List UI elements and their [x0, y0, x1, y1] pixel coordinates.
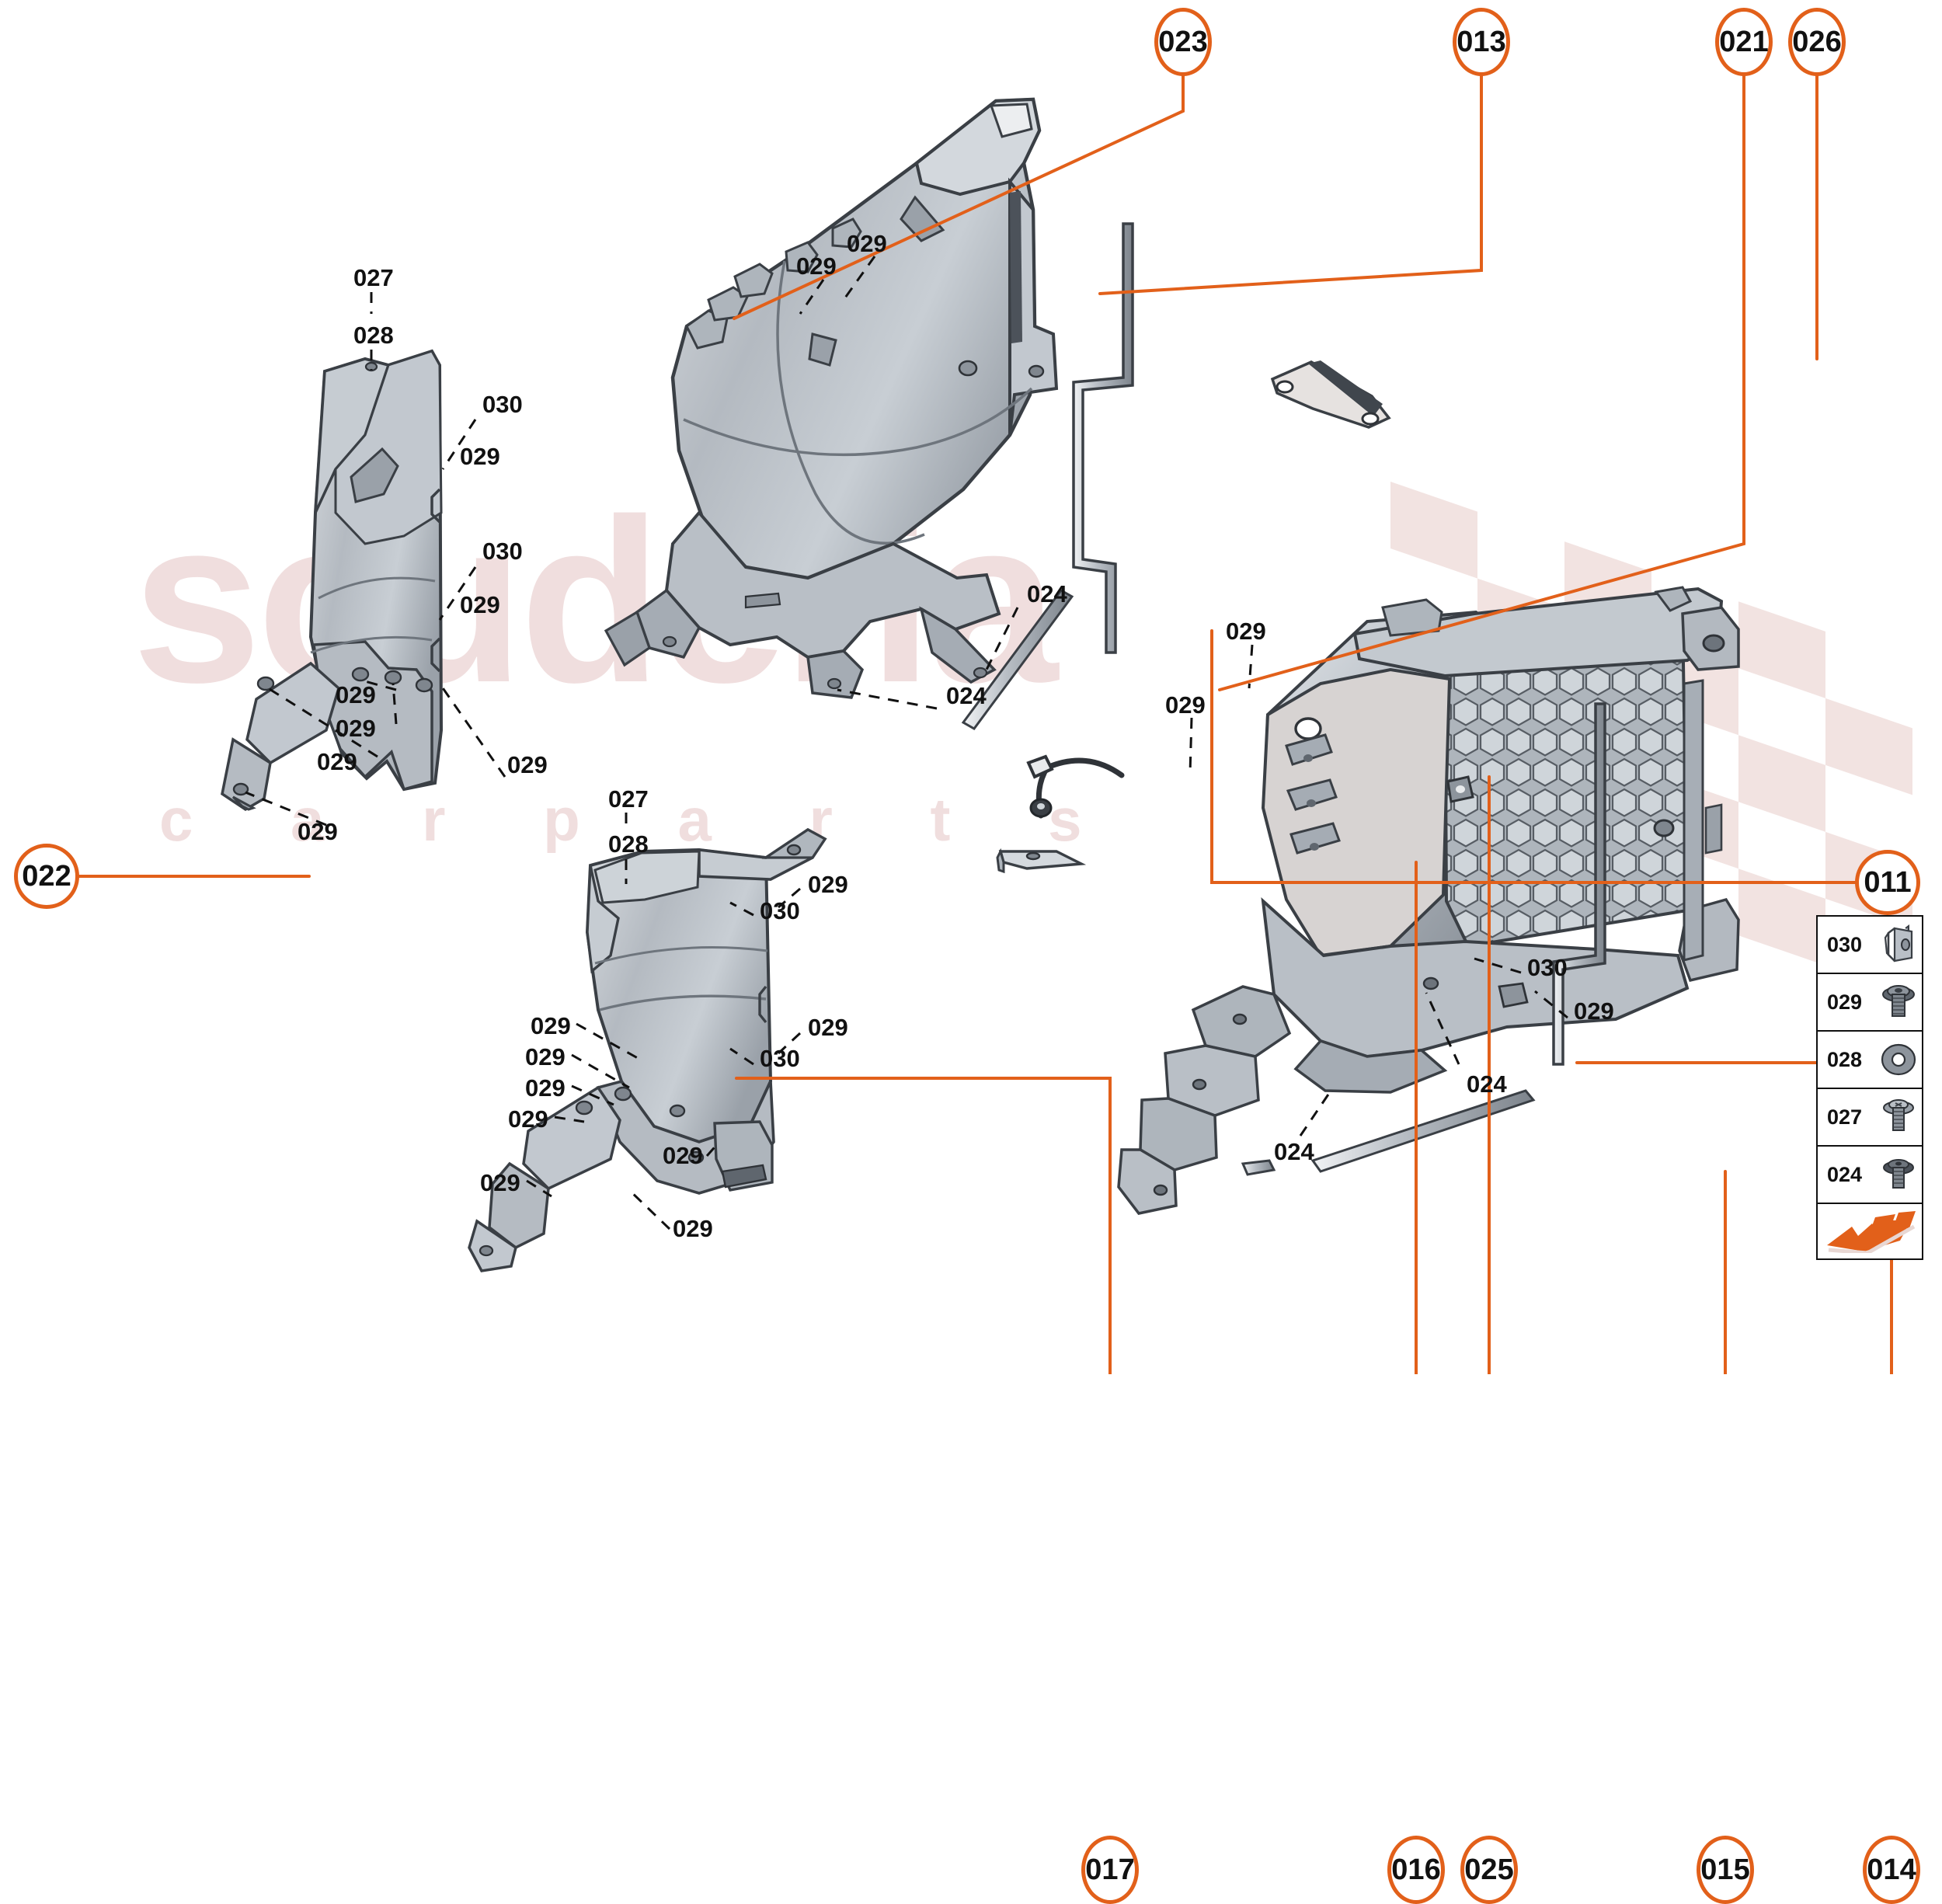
- legend-number: 024: [1827, 1162, 1863, 1186]
- part-label-029: 029: [317, 748, 357, 775]
- parts-diagram-canvas: scuderia c a r p a r t s: [14, 8, 1923, 1904]
- part-label-024: 024: [1027, 580, 1067, 607]
- callout-013-1[interactable]: 013: [1453, 8, 1510, 76]
- callout-014-11[interactable]: 014: [1863, 1836, 1920, 1904]
- callout-025-9[interactable]: 025: [1460, 1836, 1518, 1904]
- part-label-024: 024: [946, 682, 987, 709]
- legend-table: 030 029 028 027 024: [1816, 915, 1923, 1260]
- part-025-cable-sensor: [1026, 754, 1125, 819]
- callout-017-7[interactable]: 017: [1081, 1836, 1139, 1904]
- part-016-flat-clip: [996, 848, 1087, 874]
- part-label-029: 029: [808, 871, 848, 898]
- washer-icon: [1875, 1032, 1922, 1088]
- part-label-030: 030: [760, 897, 800, 924]
- part-label-030: 030: [1527, 954, 1568, 981]
- part-label-029: 029: [508, 1105, 548, 1133]
- part-label-029: 029: [525, 1043, 566, 1070]
- dashed-pointer-layer: [245, 256, 1568, 1230]
- callout-026-3[interactable]: 026: [1788, 8, 1846, 76]
- part-label-029: 029: [525, 1074, 566, 1102]
- legend-number: 027: [1827, 1105, 1863, 1129]
- legend-row-030[interactable]: 030: [1816, 915, 1923, 973]
- u-clip-nut-icon: [1875, 917, 1922, 973]
- part-label-029: 029: [847, 230, 887, 257]
- part-014-long-strip: [1310, 1089, 1536, 1173]
- part-015-small-spacer: [1241, 1159, 1276, 1176]
- callout-021-2[interactable]: 021: [1715, 8, 1773, 76]
- callout-022-4[interactable]: 022: [14, 844, 79, 909]
- callout-023-0[interactable]: 023: [1154, 8, 1212, 76]
- part-label-030: 030: [760, 1045, 800, 1072]
- part-017-lower-shroud: [468, 827, 827, 1272]
- part-label-029: 029: [480, 1169, 520, 1196]
- leader-023: [733, 75, 1185, 320]
- callout-011-5[interactable]: 011: [1855, 850, 1920, 915]
- part-label-029: 029: [336, 715, 376, 742]
- part-label-029: 029: [673, 1215, 713, 1242]
- part-label-029: 029: [507, 751, 548, 778]
- part-label-029: 029: [298, 818, 338, 845]
- part-label-030: 030: [482, 538, 523, 565]
- legend-number: 028: [1827, 1047, 1863, 1071]
- part-label-029: 029: [796, 252, 837, 280]
- legend-row-029[interactable]: 029: [1816, 973, 1923, 1030]
- legend-number: 030: [1827, 932, 1863, 956]
- flange-screw-icon: [1875, 1089, 1922, 1145]
- part-013-bent-rod-center: [1072, 222, 1134, 654]
- callout-015-10[interactable]: 015: [1697, 1836, 1754, 1904]
- flange-bolt-short-icon: [1875, 1147, 1922, 1203]
- callout-016-8[interactable]: 016: [1387, 1836, 1445, 1904]
- part-label-029: 029: [663, 1142, 703, 1169]
- leader-017: [735, 1077, 1112, 1374]
- part-label-029: 029: [531, 1012, 571, 1039]
- part-label-024: 024: [1274, 1138, 1314, 1165]
- part-label-029: 029: [1574, 997, 1614, 1025]
- part-label-029: 029: [460, 591, 500, 618]
- part-label-029: 029: [1226, 618, 1266, 645]
- part-label-030: 030: [482, 391, 523, 418]
- part-label-028: 028: [608, 830, 649, 858]
- part-label-028: 028: [353, 322, 394, 349]
- part-label-029: 029: [1165, 691, 1206, 719]
- part-026-small-bracket: [1270, 360, 1391, 429]
- part-label-029: 029: [336, 681, 376, 708]
- legend-row-028[interactable]: 028: [1816, 1030, 1923, 1088]
- part-024-strip-center: [961, 589, 1074, 730]
- legend-row-024[interactable]: 024: [1816, 1145, 1923, 1203]
- part-label-024: 024: [1467, 1070, 1507, 1098]
- part-label-027: 027: [608, 785, 649, 813]
- legend-row-flag[interactable]: [1816, 1203, 1923, 1260]
- part-022-left-shroud: [221, 349, 444, 812]
- legend-row-027[interactable]: 027: [1816, 1088, 1923, 1145]
- part-label-027: 027: [353, 264, 394, 291]
- checkered-flag-arrow-icon: [1818, 1204, 1922, 1258]
- part-label-029: 029: [808, 1014, 848, 1041]
- flange-bolt-icon: [1875, 974, 1922, 1030]
- legend-number: 029: [1827, 990, 1863, 1014]
- part-label-029: 029: [460, 443, 500, 470]
